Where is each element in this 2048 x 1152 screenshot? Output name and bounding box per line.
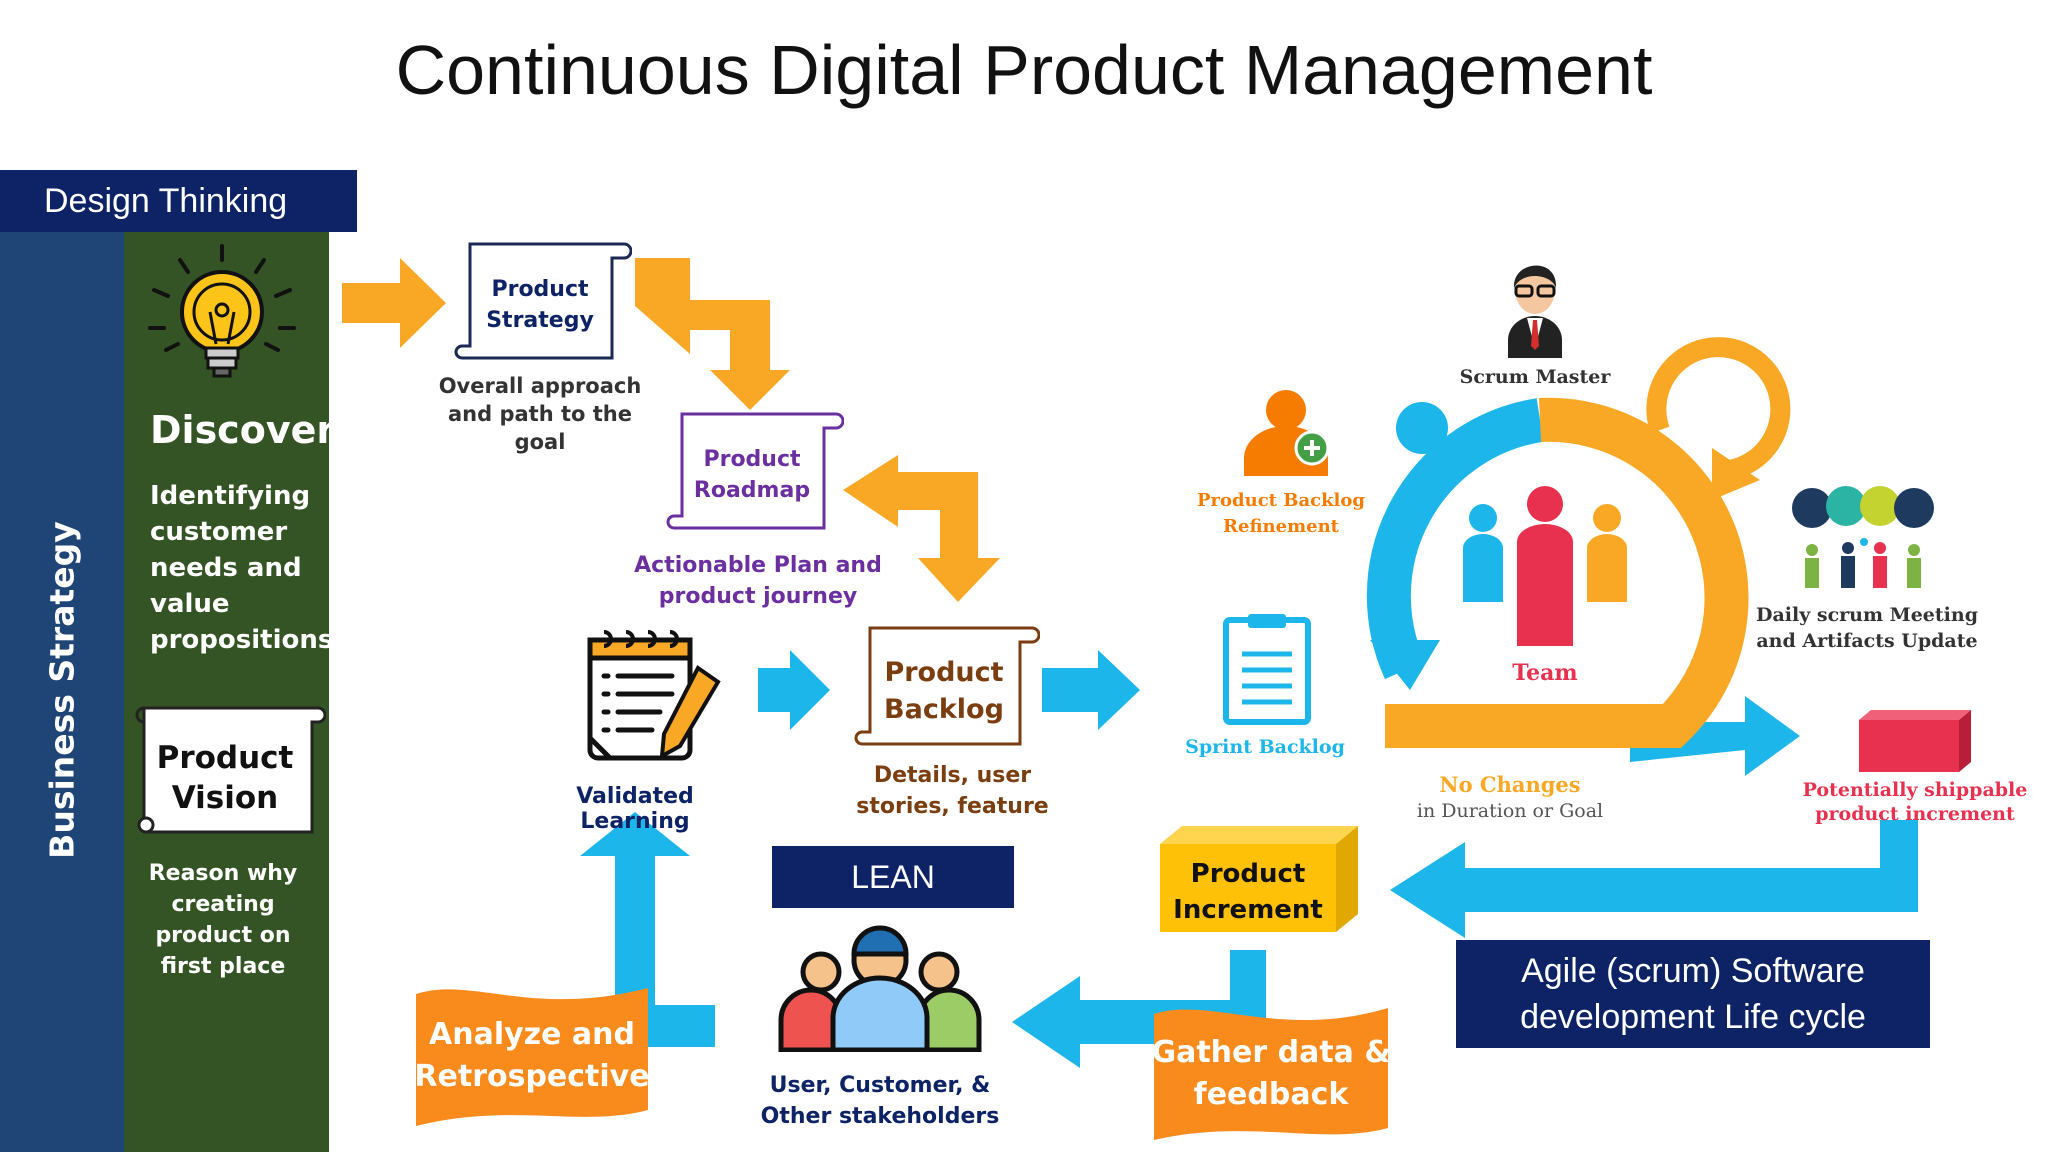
product-backlog-title: Product Backlog [870, 654, 1018, 728]
product-strategy-scroll [454, 242, 632, 360]
product-increment-box [1160, 826, 1358, 932]
analyze-line2: Retrospective [414, 1059, 650, 1094]
orange-arrow-into-strategy [342, 258, 446, 348]
stakeholders-line1: User, Customer, & [769, 1073, 991, 1098]
orange-bent-arrow-roadmap-backlog [843, 455, 1000, 602]
product-strategy-line2: Strategy [486, 308, 594, 333]
blue-arrow-left-to-stakeholders [1012, 976, 1230, 1068]
product-vision-line1: Product [156, 740, 294, 776]
scrum-cycle-orange-loop [1646, 337, 1791, 480]
product-vision-title: Product Vision [145, 738, 305, 818]
product-roadmap-caption-line1: Actionable Plan and [634, 553, 882, 578]
product-backlog-scroll [854, 626, 1040, 746]
product-strategy-caption-line1: Overall approach [438, 374, 642, 398]
gather-line2: feedback [1193, 1077, 1349, 1112]
stakeholders-line2: Other stakeholders [760, 1104, 1000, 1129]
scrum-cycle-orange-loop-arrowhead [1712, 448, 1760, 500]
validated-learning-label: Validated Learning [576, 784, 694, 834]
scrum-master-icon [1508, 265, 1562, 358]
backlog-refinement-label: Product Backlog Refinement [1185, 488, 1377, 540]
design-thinking-label: Design Thinking [44, 181, 288, 220]
product-vision-scroll [135, 706, 326, 834]
team-icon [1463, 486, 1627, 646]
page-title: Continuous Digital Product Management [395, 31, 1653, 109]
daily-scrum-label: Daily scrum Meeting and Artifacts Update [1752, 602, 1982, 654]
notepad-pencil-icon [587, 630, 721, 761]
daily-line1: Daily scrum Meeting [1756, 604, 1978, 626]
refinement-line1: Product Backlog [1197, 490, 1365, 511]
stakeholders-icon [778, 925, 982, 1052]
shippable-increment-label: Potentially shippable product increment [1800, 778, 2030, 826]
shippable-increment-icon [1859, 710, 1971, 772]
gather-banner-text: Gather data & feedback [1150, 1032, 1392, 1116]
scrum-cycle-blue-arrowhead [1370, 640, 1440, 690]
sprint-backlog-clipboard-icon [1223, 614, 1311, 725]
blue-arrow-up-to-learning [580, 812, 690, 1005]
analyze-banner-text: Analyze and Retrospective [412, 1014, 652, 1098]
blue-stem-from-increment [1230, 950, 1266, 1020]
stakeholders-caption: User, Customer, & Other stakeholders [760, 1070, 1000, 1132]
product-strategy-caption-line2: and path to the goal [448, 402, 632, 454]
blue-arrow-to-shippable-main [1630, 696, 1800, 776]
discover-panel [124, 232, 329, 1152]
discover-heading: Discover [150, 408, 336, 452]
lightbulb-icon [148, 244, 296, 378]
design-thinking-header: Design Thinking [0, 170, 357, 232]
product-increment-line2: Increment [1173, 895, 1323, 925]
agile-line1: Agile (scrum) Software [1521, 952, 1865, 990]
scrum-cycle-blue-arc [1366, 398, 1544, 680]
product-strategy-title: Product Strategy [470, 274, 610, 336]
agile-scrum-box: Agile (scrum) Software development Life … [1456, 940, 1930, 1048]
analyze-banner-shape [416, 988, 648, 1126]
product-roadmap-caption-line2: product journey [658, 584, 858, 609]
product-roadmap-line2: Roadmap [693, 478, 811, 503]
no-changes-sub-label: in Duration or Goal [1416, 800, 1604, 822]
business-strategy-band [0, 232, 124, 1152]
orange-bent-arrow-strategy-roadmap [635, 258, 790, 410]
product-increment-label: Product Increment [1160, 856, 1336, 928]
backlog-refinement-icon [1244, 390, 1330, 476]
product-roadmap-caption: Actionable Plan and product journey [630, 550, 886, 612]
lean-label: LEAN [851, 858, 935, 895]
agile-line2: development Life cycle [1520, 998, 1866, 1036]
product-roadmap-scroll [666, 412, 844, 530]
blue-arrow-shippable-to-increment [1390, 820, 1918, 938]
shippable-line1: Potentially shippable [1802, 779, 2028, 801]
product-roadmap-line1: Product [703, 447, 801, 472]
product-backlog-caption-line2: stories, feature [856, 794, 1049, 819]
product-increment-line1: Product [1190, 859, 1306, 889]
product-backlog-line2: Backlog [884, 694, 1004, 725]
product-backlog-line1: Product [884, 657, 1004, 688]
product-backlog-caption: Details, user stories, feature [845, 760, 1060, 822]
sprint-backlog-label: Sprint Backlog [1185, 736, 1345, 758]
gather-line1: Gather data & [1151, 1035, 1391, 1070]
product-strategy-line1: Product [491, 277, 589, 302]
team-label: Team [1512, 660, 1578, 686]
scrum-cycle-orange-arc [1385, 397, 1749, 748]
scrum-master-label: Scrum Master [1459, 366, 1611, 388]
shippable-line2: product increment [1815, 803, 2015, 825]
discover-description: Identifying customer needs and value pro… [150, 481, 334, 655]
product-backlog-caption-line1: Details, user [873, 763, 1032, 788]
lean-box: LEAN [772, 846, 1014, 908]
product-roadmap-title: Product Roadmap [682, 444, 822, 506]
product-vision-caption: Reason why creating product on first pla… [148, 861, 298, 979]
analyze-line1: Analyze and [429, 1017, 635, 1052]
daily-line2: and Artifacts Update [1756, 630, 1978, 652]
daily-scrum-icon [1792, 486, 1934, 588]
blue-arrow-backlog-sprint [1042, 650, 1140, 730]
no-changes-label: No Changes [1439, 772, 1581, 797]
scrum-cycle-blue-cap [1396, 402, 1448, 454]
gather-banner-shape [1154, 1008, 1388, 1140]
blue-arrow-learning-backlog [758, 650, 830, 730]
product-vision-line2: Vision [171, 780, 279, 816]
product-strategy-caption: Overall approach and path to the goal [425, 372, 655, 456]
refinement-line2: Refinement [1223, 516, 1339, 537]
